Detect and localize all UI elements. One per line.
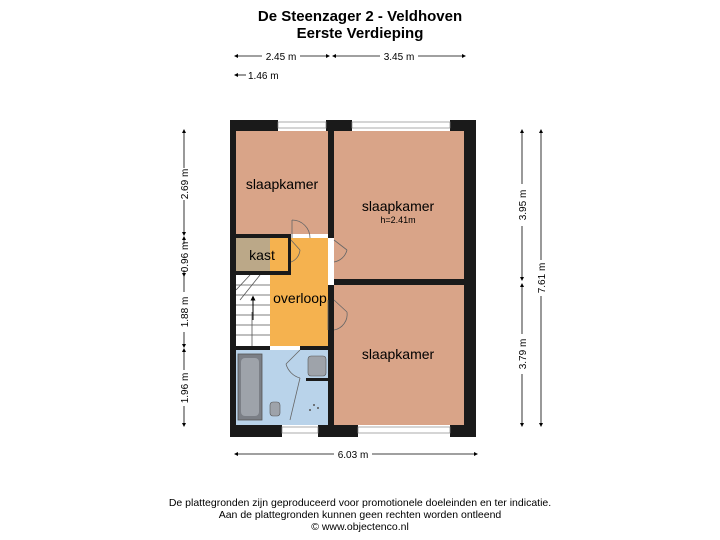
bedroom-bottom-right-floor (334, 285, 464, 425)
shower-drain (309, 404, 319, 411)
dim-left-4: 1.96 m (180, 373, 191, 404)
dim-top-right: 3.45 m (384, 52, 415, 63)
footer-disclaimer: De plattegronden zijn geproduceerd voor … (168, 497, 552, 509)
windows (277, 121, 451, 434)
dim-bottom-total: 6.03 m (338, 450, 369, 461)
walls (230, 120, 476, 437)
footer-rights: Aan de plattegronden kunnen geen rechten… (218, 509, 502, 521)
room-label-closet: kast (249, 247, 275, 263)
footer-copyright: © www.objectenco.nl (311, 521, 409, 533)
floor-subtitle: Eerste Verdieping (296, 25, 424, 42)
bathtub (237, 353, 263, 421)
dim-right-bottom: 3.79 m (518, 339, 529, 370)
dim-right-total: 7.61 m (537, 263, 548, 294)
dimension-lines (182, 54, 543, 456)
dim-left-1: 2.69 m (180, 169, 191, 200)
bedroom-top-right-floor (334, 131, 464, 279)
dim-top-small: 1.46 m (248, 71, 279, 82)
dim-left-3: 1.88 m (180, 297, 191, 328)
room-label-bedroom-top-left: slaapkamer (246, 176, 319, 192)
room-ceiling-height: h=2.41m (380, 215, 415, 225)
washbasin (307, 355, 327, 377)
room-label-landing: overloop (273, 290, 327, 306)
toilet (269, 401, 281, 417)
dim-top-left: 2.45 m (266, 52, 297, 63)
dim-right-top: 3.95 m (518, 190, 529, 221)
bedroom-top-left-floor (236, 131, 328, 234)
room-label-bedroom-top-right: slaapkamer (362, 198, 435, 214)
doors (285, 219, 348, 421)
dim-left-2: 0.96 m (180, 242, 191, 273)
landing-floor (270, 238, 328, 346)
page-title: De Steenzager 2 - Veldhoven (257, 8, 463, 25)
room-label-bedroom-bottom-right: slaapkamer (362, 346, 435, 362)
staircase (235, 274, 270, 346)
